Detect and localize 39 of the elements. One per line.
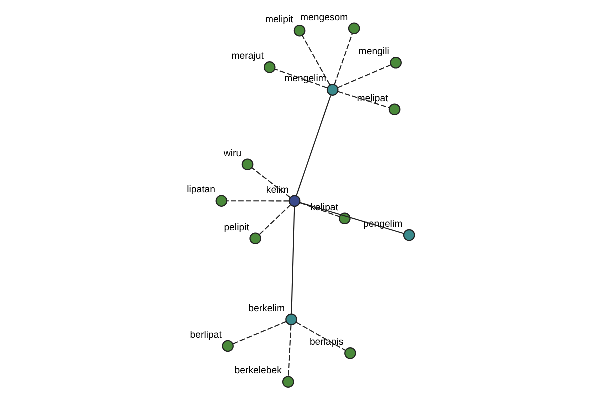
connector xyxy=(226,200,289,202)
node-circle xyxy=(326,84,338,96)
node-label: berkelim xyxy=(248,303,285,314)
node-circle xyxy=(222,340,234,352)
node-circle xyxy=(348,22,360,35)
node-circle xyxy=(402,229,415,242)
node-circle xyxy=(388,104,400,116)
connector xyxy=(288,325,292,377)
node-circle xyxy=(263,62,276,74)
node-circle xyxy=(241,158,254,171)
node-label: merajut xyxy=(231,51,264,62)
connector xyxy=(334,34,353,85)
node-label: mengesom xyxy=(300,12,348,24)
node-circle xyxy=(288,195,300,208)
node-circle xyxy=(285,314,297,326)
node-circle xyxy=(215,195,228,208)
node-circle xyxy=(282,376,294,388)
connector xyxy=(296,322,346,352)
node-label: wiru xyxy=(223,148,242,160)
connector xyxy=(299,202,404,234)
connector xyxy=(258,204,291,236)
node-label: melipit xyxy=(264,14,293,26)
node-circle xyxy=(390,57,402,69)
connector xyxy=(296,95,331,196)
node-label: pelipit xyxy=(224,222,249,234)
node-label: mengili xyxy=(358,46,389,58)
node-label: berlipat xyxy=(190,330,222,341)
connector xyxy=(232,321,286,345)
node-label: lipatan xyxy=(186,184,216,196)
connector xyxy=(337,91,390,108)
connector xyxy=(290,206,295,314)
node-circle xyxy=(293,24,306,37)
node-label: melipat xyxy=(356,93,388,104)
node-circle xyxy=(338,212,350,225)
node-circle xyxy=(249,232,261,245)
node-label: berkelebek xyxy=(234,366,282,377)
node-label: berlapis xyxy=(309,337,344,348)
connector xyxy=(337,64,391,88)
node-circle xyxy=(344,348,356,360)
